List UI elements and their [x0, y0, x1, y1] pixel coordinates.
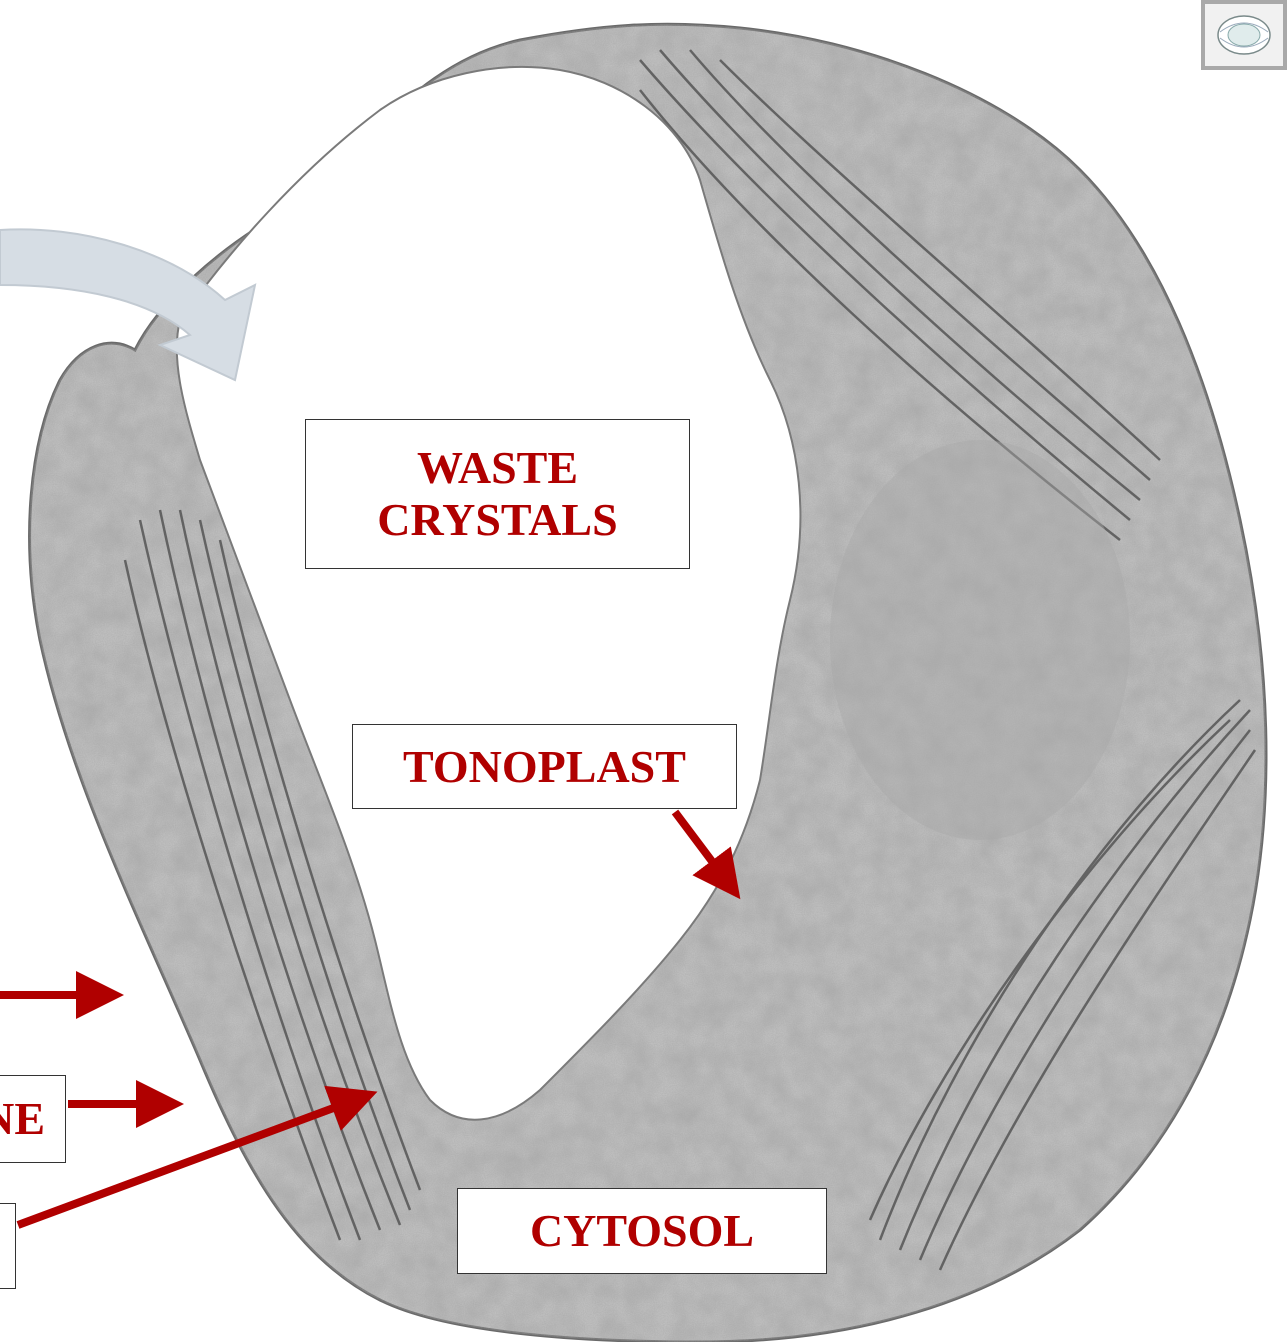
label-partial-left: NE	[0, 1075, 66, 1163]
label-tonoplast: TONOPLAST	[352, 724, 737, 809]
label-cytosol: CYTOSOL	[457, 1188, 827, 1274]
granular-region	[830, 440, 1130, 840]
cell-thumbnail-icon	[1201, 0, 1287, 70]
label-partial-bottom-left	[0, 1203, 16, 1289]
label-waste-crystals: WASTE CRYSTALS	[305, 419, 690, 569]
